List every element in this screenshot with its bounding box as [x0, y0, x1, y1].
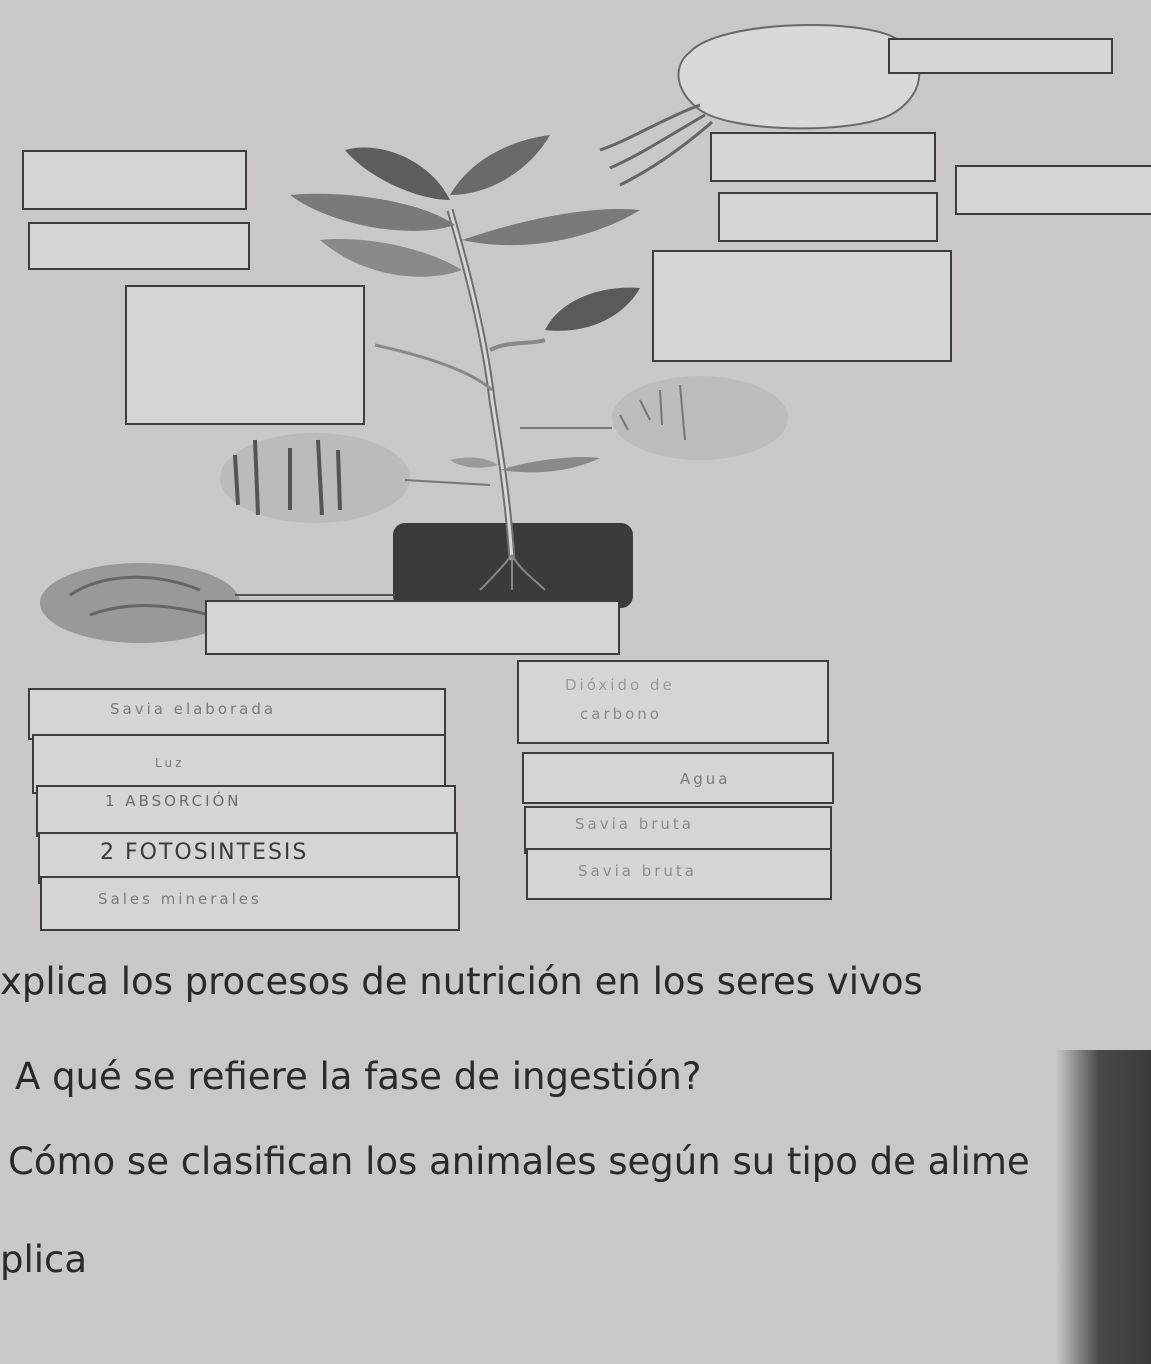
label-box: [522, 752, 834, 804]
label-box: [28, 688, 446, 740]
leaf: [320, 239, 462, 277]
sun-rays: [599, 103, 713, 187]
luz-label: Luz: [155, 756, 185, 770]
label-box: [36, 785, 456, 837]
agua-label: Agua: [680, 770, 731, 788]
photo-shadow: [1056, 1050, 1151, 1364]
label-box: [526, 848, 832, 900]
leaf: [290, 193, 455, 231]
blank-box[interactable]: [22, 150, 247, 210]
sun-shape: [677, 24, 921, 130]
leaf: [545, 287, 640, 331]
dioxido-label-line2: carbono: [580, 705, 662, 723]
question-1: xplica los procesos de nutrición en los …: [0, 960, 923, 1003]
blank-box[interactable]: [888, 38, 1113, 74]
stem: [446, 209, 516, 561]
savia-elaborada-label: Savia elaborada: [110, 700, 277, 718]
dioxido-label-line1: Dióxido de: [565, 676, 675, 694]
leaf: [489, 338, 546, 352]
leaf: [345, 147, 450, 200]
label-box: [38, 832, 458, 884]
leaf: [500, 457, 600, 473]
fotosintesis-label: 2 FOTOSINTESIS: [100, 840, 309, 865]
label-box: [517, 660, 829, 744]
sales-minerales-label: Sales minerales: [98, 890, 262, 908]
leaf-cells-zoom: [612, 376, 788, 460]
blank-box[interactable]: [718, 192, 938, 242]
absorcion-label: 1 ABSORCIÓN: [105, 792, 242, 810]
leaf: [450, 457, 498, 468]
blank-box[interactable]: [28, 222, 250, 270]
leaf: [374, 343, 494, 392]
plant-diagram: [40, 24, 921, 643]
roots: [479, 554, 546, 591]
label-box: [32, 734, 446, 794]
question-4: plica: [0, 1238, 88, 1281]
blank-box[interactable]: [205, 600, 620, 655]
label-box: [40, 876, 460, 931]
leaf: [450, 135, 550, 195]
blank-box[interactable]: [125, 285, 365, 425]
question-3: Cómo se clasifican los animales según su…: [8, 1140, 1030, 1183]
blank-box[interactable]: [955, 165, 1151, 215]
root-zoom: [40, 563, 240, 643]
stem-vessels-zoom: [220, 433, 410, 523]
blank-box[interactable]: [710, 132, 936, 182]
savia-bruta-label-2: Savia bruta: [578, 862, 697, 880]
leaf: [462, 209, 640, 246]
blank-box[interactable]: [652, 250, 952, 362]
savia-bruta-label-1: Savia bruta: [575, 815, 694, 833]
question-2: A qué se refiere la fase de ingestión?: [15, 1055, 702, 1098]
